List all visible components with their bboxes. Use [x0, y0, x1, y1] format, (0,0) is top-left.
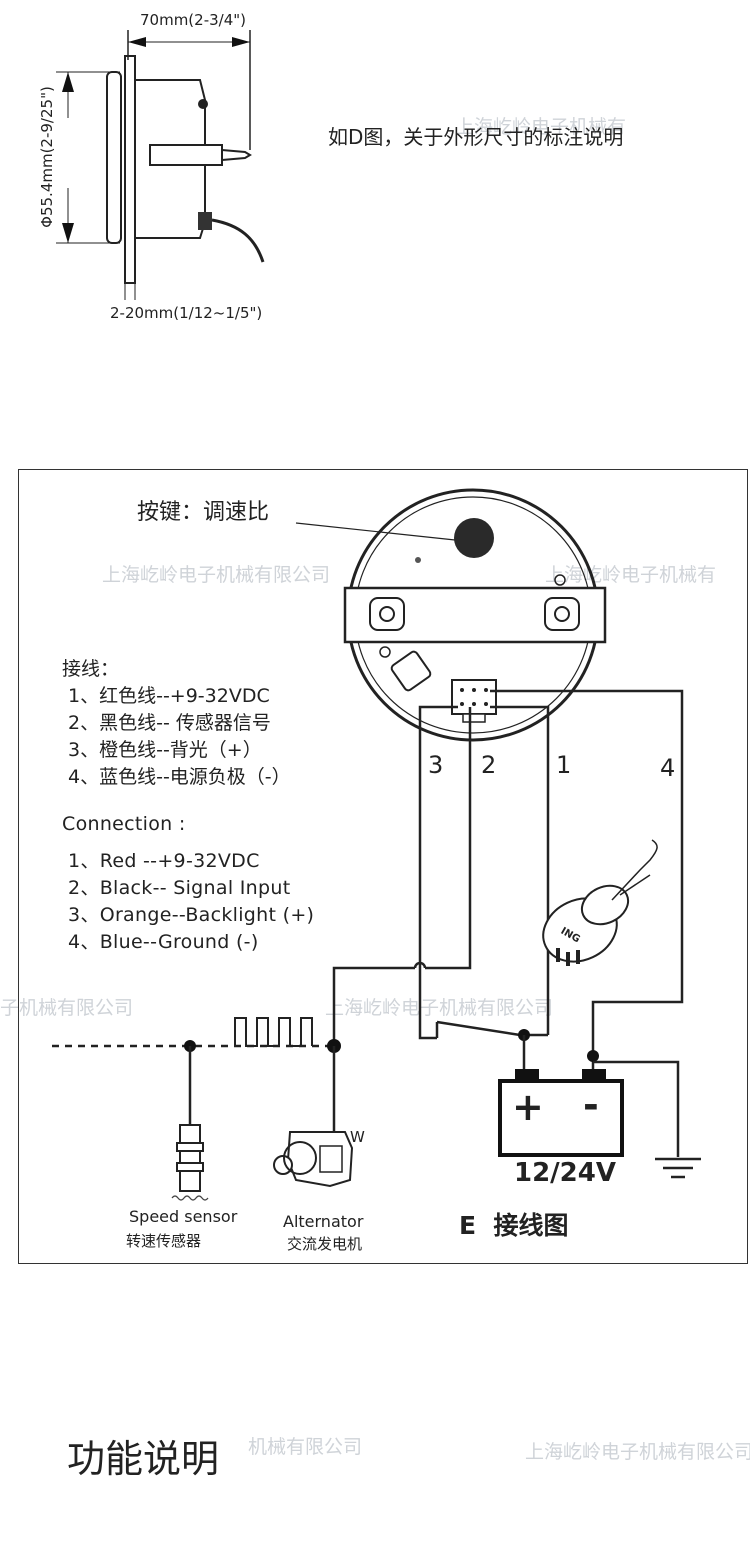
wiring-diagram-frame	[18, 469, 748, 1264]
section-title: 功能说明	[67, 1437, 220, 1481]
wire-number-3: 3	[428, 751, 444, 779]
speed-sensor-label-en: Speed sensor	[129, 1207, 238, 1226]
wire-number-4: 4	[660, 754, 676, 782]
width-dimension-label: 70mm(2-3/4")	[140, 11, 247, 29]
watermark: 上海屹岭电子机械有限公司	[325, 997, 554, 1019]
bracket-nut-right	[544, 597, 580, 631]
connection-cn-item: 3、橙色线--背光（+）	[68, 739, 262, 761]
figure-d-caption: 如D图，关于外形尺寸的标注说明	[328, 125, 624, 149]
alternator-label-cn: 交流发电机	[287, 1235, 363, 1253]
alternator-illustration	[273, 1131, 354, 1188]
watermark: 上海屹岭电子机械有限公司	[102, 564, 331, 586]
speed-sensor-illustration	[171, 1124, 209, 1201]
connection-cn-item: 1、红色线--+9-32VDC	[68, 685, 270, 707]
battery-minus: -	[583, 1083, 599, 1127]
wiring-diagram-drawing	[52, 488, 701, 1201]
connection-en-item: 2、Black-- Signal Input	[68, 877, 291, 899]
connection-cn-item: 4、蓝色线--电源负极（-）	[68, 766, 291, 788]
battery-illustration	[498, 1056, 624, 1157]
watermark: 上海屹岭电子机械有	[455, 116, 627, 138]
connection-en-title: Connection :	[62, 813, 186, 835]
bracket-nut-left	[369, 597, 405, 631]
connection-en-item: 1、Red --+9-32VDC	[68, 850, 260, 872]
watermark: 机械有限公司	[248, 1436, 363, 1458]
watermark: 上海屹岭电子机械有限公司	[525, 1441, 750, 1463]
button-label: 按键：调速比	[137, 500, 270, 525]
alternator-label-en: Alternator	[283, 1212, 364, 1231]
wire-number-2: 2	[481, 751, 497, 779]
connection-cn-title: 接线：	[62, 658, 120, 680]
connection-en-item: 4、Blue--Ground (-)	[68, 931, 259, 953]
connection-en-item: 3、Orange--Backlight (+)	[68, 904, 315, 926]
battery-voltage-label: 12/24V	[514, 1158, 616, 1188]
wire-number-1: 1	[556, 751, 572, 779]
thickness-dimension-label: 2-20mm(1/12~1/5")	[110, 304, 263, 322]
gauge-side-view-drawing	[56, 30, 265, 300]
battery-plus: +	[512, 1085, 544, 1129]
watermark: 子机械有限公司	[0, 997, 134, 1019]
speed-sensor-label-cn: 转速传感器	[126, 1232, 202, 1250]
alternator-terminal-label: W	[350, 1128, 365, 1146]
connection-cn-item: 2、黑色线-- 传感器信号	[68, 712, 271, 734]
figure-e-caption: E 接线图	[459, 1211, 569, 1240]
diameter-dimension-label: Φ55.4mm(2-9/25")	[38, 86, 56, 228]
ignition-switch-illustration	[542, 839, 658, 966]
watermark: 上海屹岭电子机械有	[545, 564, 717, 586]
